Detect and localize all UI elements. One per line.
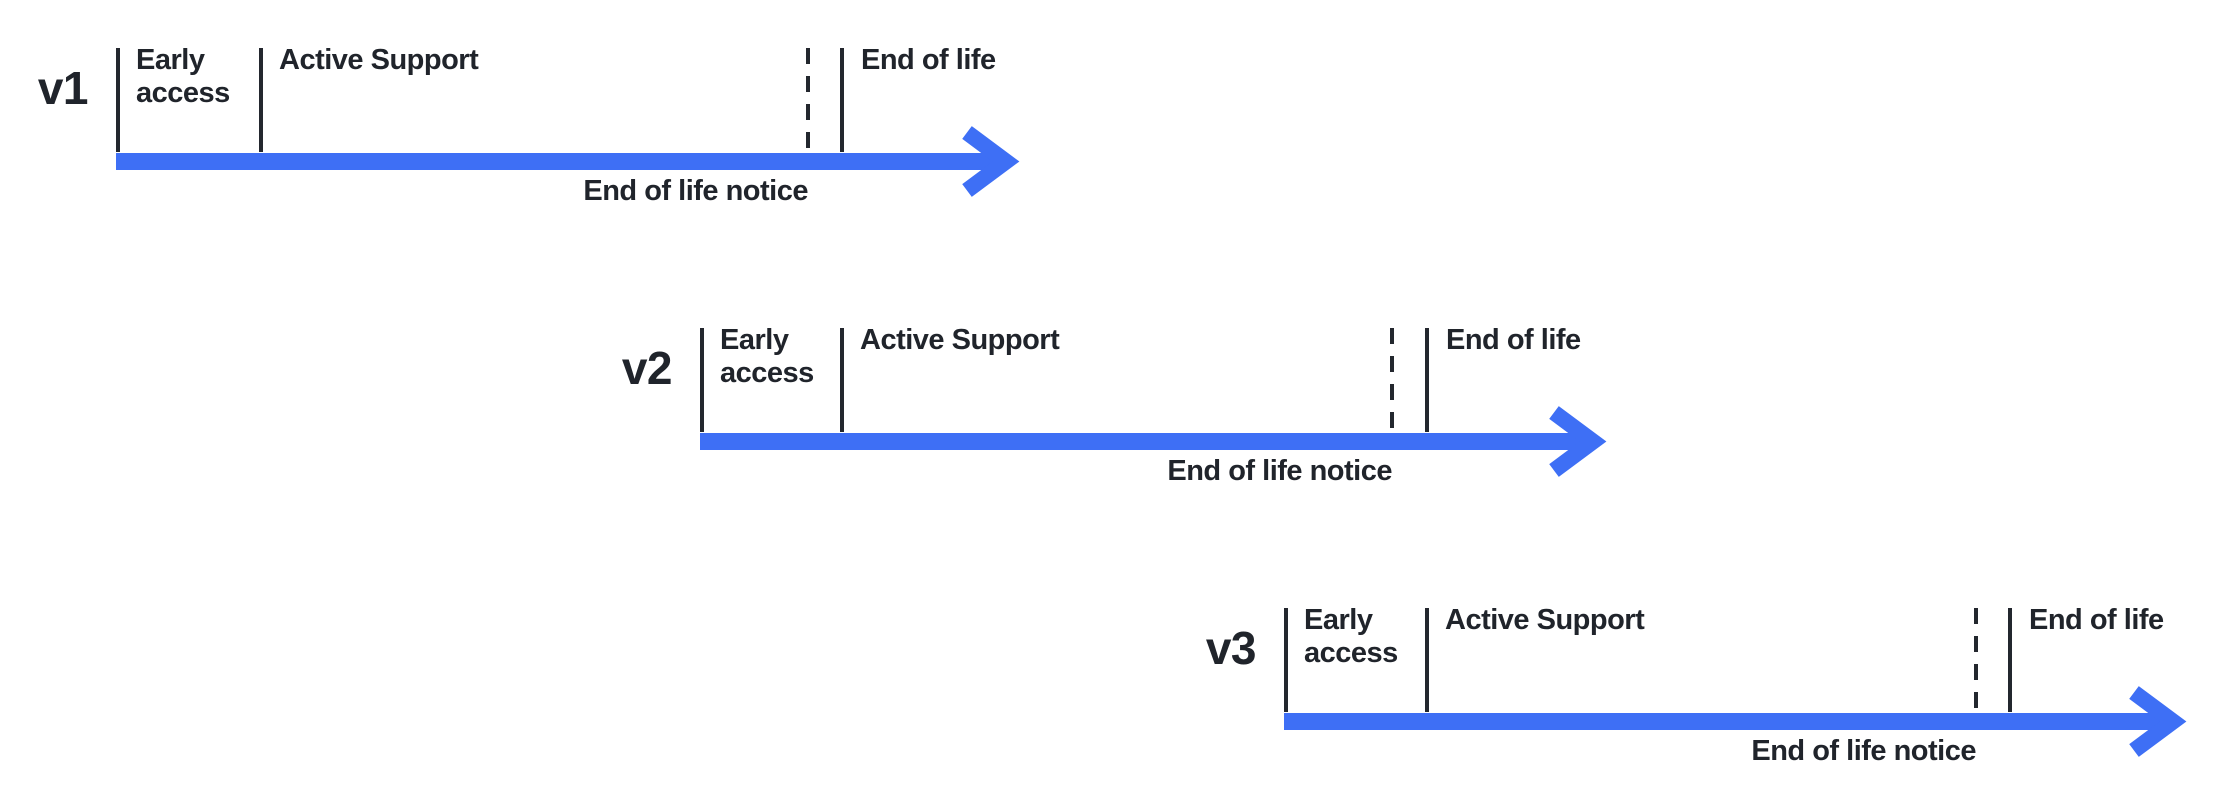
arrow-head-icon <box>2129 686 2187 757</box>
active-support-label: Active Support <box>279 44 479 76</box>
early-access-label: Early access <box>1304 604 1398 669</box>
version-label-v1: v1 <box>37 62 89 114</box>
active-support-label: Active Support <box>860 324 1060 356</box>
end-of-life-label: End of life <box>861 44 996 76</box>
arrow-head-icon <box>962 126 1020 197</box>
active-support-label: Active Support <box>1445 604 1645 636</box>
version-label-v3: v3 <box>1205 622 1257 674</box>
eol-notice-label: End of life notice <box>1751 735 1976 767</box>
version-label-v2: v2 <box>621 342 673 394</box>
early-access-label: Early access <box>720 324 814 389</box>
eol-notice-label: End of life notice <box>1167 455 1392 487</box>
end-of-life-label: End of life <box>2029 604 2164 636</box>
eol-notice-label: End of life notice <box>583 175 808 207</box>
end-of-life-label: End of life <box>1446 324 1581 356</box>
early-access-label: Early access <box>136 44 230 109</box>
arrow-head-icon <box>1549 406 1607 477</box>
